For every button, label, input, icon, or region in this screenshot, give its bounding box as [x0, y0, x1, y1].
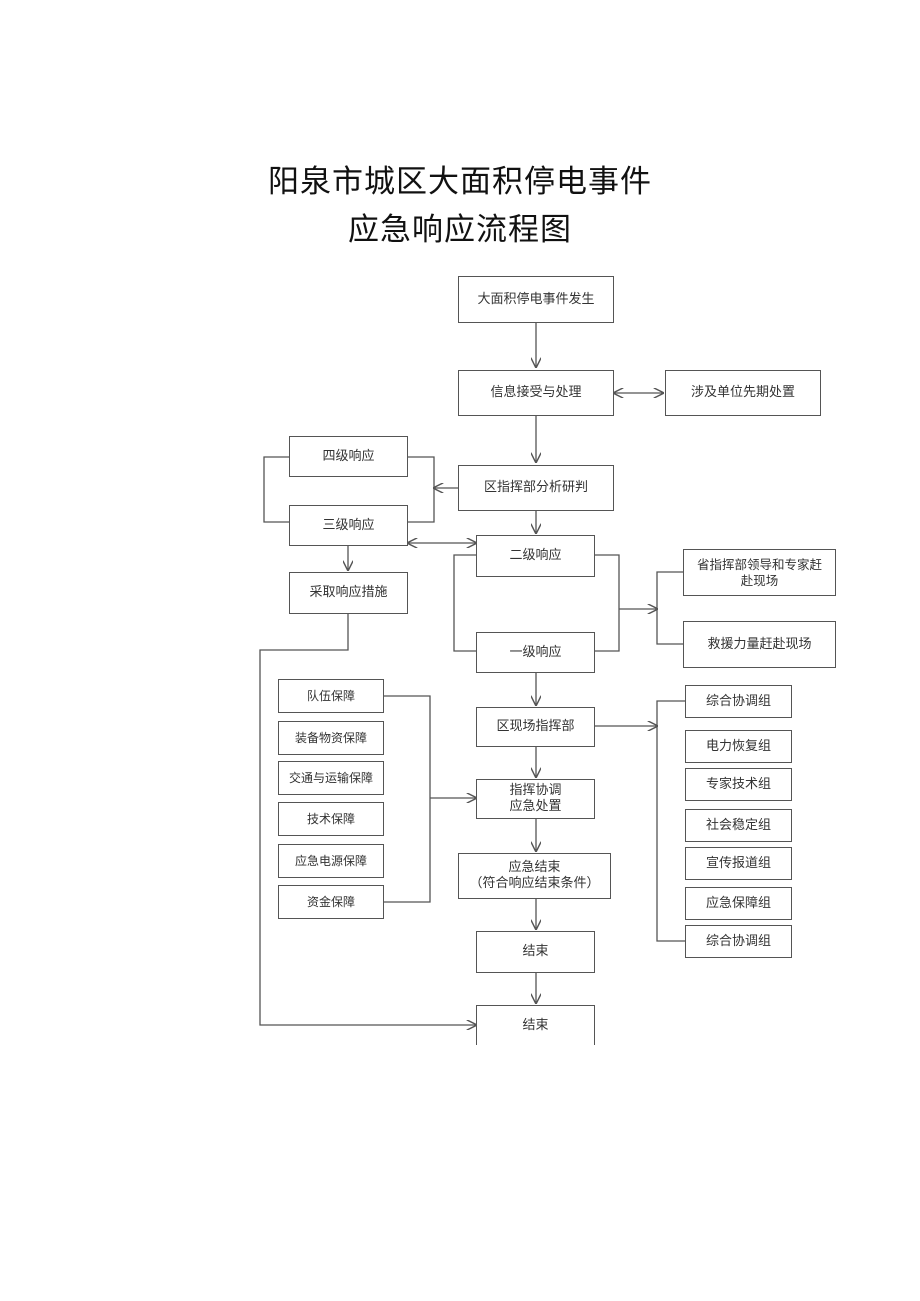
bracket-support — [384, 695, 431, 903]
diagram-title-line1: 阳泉市城区大面积停电事件 — [268, 164, 652, 200]
bracket-groups — [656, 700, 685, 942]
support-item: 资金保障 — [278, 885, 384, 919]
bracket-level12-right — [595, 554, 620, 652]
node-end-response: 应急结束 （符合响应结束条件） — [458, 853, 611, 899]
arrow-measures-end2 — [259, 614, 476, 1025]
diagram-title-line2: 应急响应流程图 — [348, 212, 572, 248]
bracket-level12-left — [453, 554, 476, 652]
group-item: 电力恢复组 — [685, 730, 792, 763]
group-item: 综合协调组 — [685, 685, 792, 718]
group-item: 社会稳定组 — [685, 809, 792, 842]
group-item: 宣传报道组 — [685, 847, 792, 880]
group-item: 专家技术组 — [685, 768, 792, 801]
node-hq: 区现场指挥部 — [476, 707, 595, 747]
bracket-province-rescue — [656, 571, 683, 645]
support-item: 装备物资保障 — [278, 721, 384, 755]
support-item: 队伍保障 — [278, 679, 384, 713]
bracket-level34-left — [263, 456, 289, 523]
support-item: 交通与运输保障 — [278, 761, 384, 795]
node-level3: 三级响应 — [289, 505, 408, 546]
node-level1: 一级响应 — [476, 632, 595, 673]
node-province: 省指挥部领导和专家赶 赴现场 — [683, 549, 836, 596]
node-event: 大面积停电事件发生 — [458, 276, 614, 323]
node-measures: 采取响应措施 — [289, 572, 408, 614]
node-initial: 涉及单位先期处置 — [665, 370, 821, 416]
group-item: 应急保障组 — [685, 887, 792, 920]
node-end-1: 结束 — [476, 931, 595, 973]
bracket-level34-right — [408, 456, 435, 523]
support-item: 应急电源保障 — [278, 844, 384, 878]
node-analysis: 区指挥部分析研判 — [458, 465, 614, 511]
support-item: 技术保障 — [278, 802, 384, 836]
node-rescue: 救援力量赶赴现场 — [683, 621, 836, 668]
node-level2: 二级响应 — [476, 535, 595, 577]
node-level4: 四级响应 — [289, 436, 408, 477]
node-end-2: 结束 — [476, 1005, 595, 1045]
group-item: 综合协调组 — [685, 925, 792, 958]
node-info: 信息接受与处理 — [458, 370, 614, 416]
node-coord: 指挥协调 应急处置 — [476, 779, 595, 819]
